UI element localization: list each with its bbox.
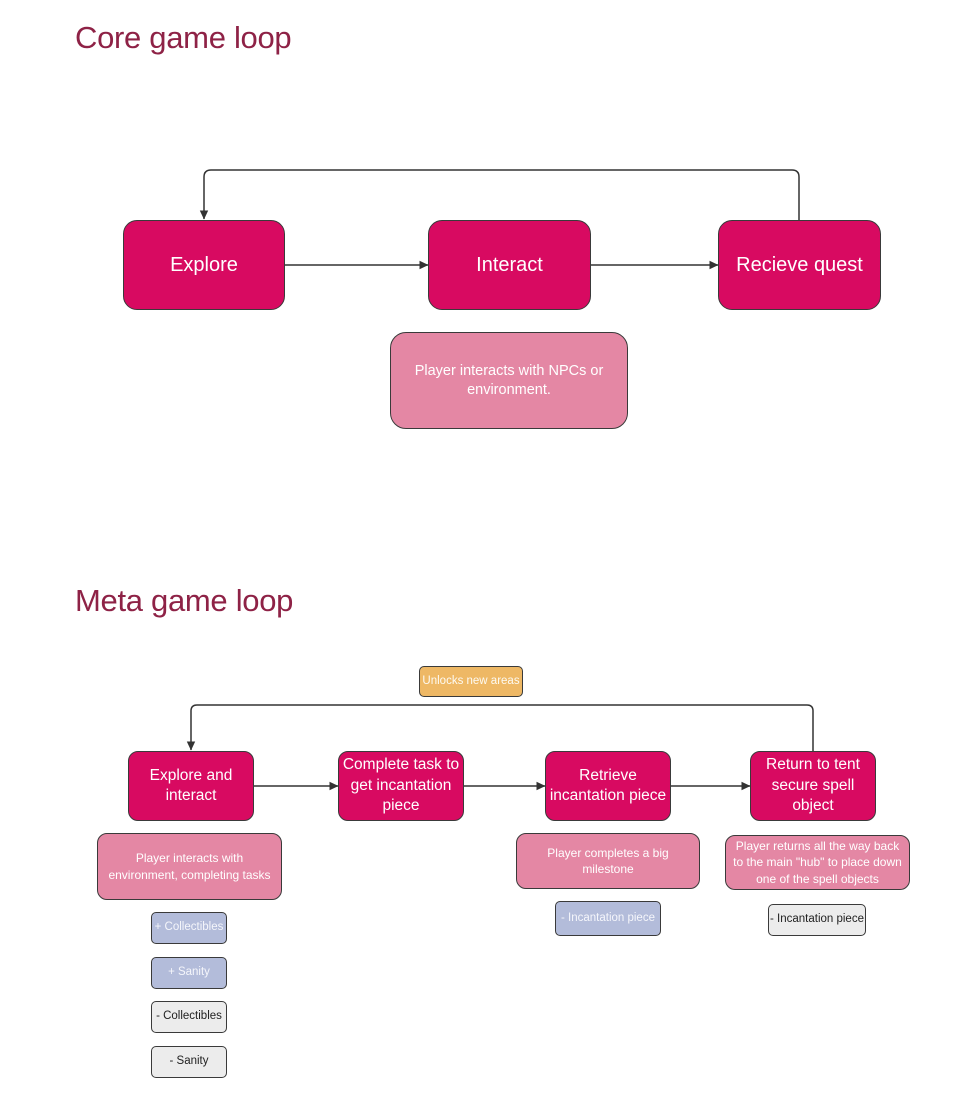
core-node-interact-label: Interact (476, 254, 543, 276)
tag-plus-sanity-text: + Sanity (168, 966, 210, 979)
tag-minus-sanity[interactable]: - Sanity (151, 1046, 227, 1078)
core-node-receive-quest-label: Recieve quest (736, 254, 863, 276)
tag-retrieve-minus-incantation-text: - Incantation piece (561, 911, 655, 924)
core-note-interact[interactable]: Player interacts with NPCs or environmen… (390, 332, 628, 429)
tag-plus-collectibles-text: + Collectibles (154, 921, 224, 934)
tag-minus-collectibles-text: - Collectibles (156, 1010, 222, 1023)
tag-plus-sanity[interactable]: + Sanity (151, 957, 227, 989)
meta-loop-label-text: Unlocks new areas (422, 674, 520, 687)
core-loop-back-arrow (199, 169, 800, 220)
meta-node-return-to-tent-label: Return to tent secure spell object (766, 756, 860, 815)
meta-note-return-to-tent[interactable]: Player returns all the way back to the m… (725, 835, 910, 890)
core-node-explore-label: Explore (170, 254, 238, 276)
meta-node-retrieve-piece[interactable]: Retrieve incantation piece (545, 751, 671, 821)
meta-note-explore-interact-text: Player interacts with environment, compl… (108, 851, 271, 882)
meta-node-explore-interact[interactable]: Explore and interact (128, 751, 254, 821)
tag-return-minus-incantation[interactable]: - Incantation piece (768, 904, 866, 936)
meta-note-return-to-tent-text: Player returns all the way back to the m… (733, 839, 902, 886)
core-node-receive-quest[interactable]: Recieve quest (718, 220, 881, 310)
meta-node-retrieve-piece-label: Retrieve incantation piece (549, 766, 667, 804)
tag-retrieve-minus-incantation[interactable]: - Incantation piece (555, 901, 661, 936)
meta-loop-label-unlocks[interactable]: Unlocks new areas (419, 666, 523, 697)
meta-node-complete-task-label: Complete task to get incantation piece (342, 756, 460, 815)
meta-note-explore-interact[interactable]: Player interacts with environment, compl… (97, 833, 282, 900)
meta-loop-back-arrow (186, 704, 814, 751)
meta-note-retrieve-piece-text: Player completes a big milestone (547, 845, 669, 876)
core-note-interact-text: Player interacts with NPCs or environmen… (414, 362, 604, 398)
core-loop-title: Core game loop (75, 20, 292, 55)
tag-minus-sanity-text: - Sanity (169, 1055, 209, 1068)
tag-plus-collectibles[interactable]: + Collectibles (151, 912, 227, 944)
meta-node-explore-interact-label: Explore and interact (149, 766, 233, 804)
meta-note-retrieve-piece[interactable]: Player completes a big milestone (516, 833, 700, 889)
tag-return-minus-incantation-text: - Incantation piece (770, 913, 864, 926)
tag-minus-collectibles[interactable]: - Collectibles (151, 1001, 227, 1033)
meta-loop-title: Meta game loop (75, 583, 294, 618)
core-node-explore[interactable]: Explore (123, 220, 285, 310)
meta-node-return-to-tent[interactable]: Return to tent secure spell object (750, 751, 876, 821)
core-node-interact[interactable]: Interact (428, 220, 591, 310)
meta-node-complete-task[interactable]: Complete task to get incantation piece (338, 751, 464, 821)
